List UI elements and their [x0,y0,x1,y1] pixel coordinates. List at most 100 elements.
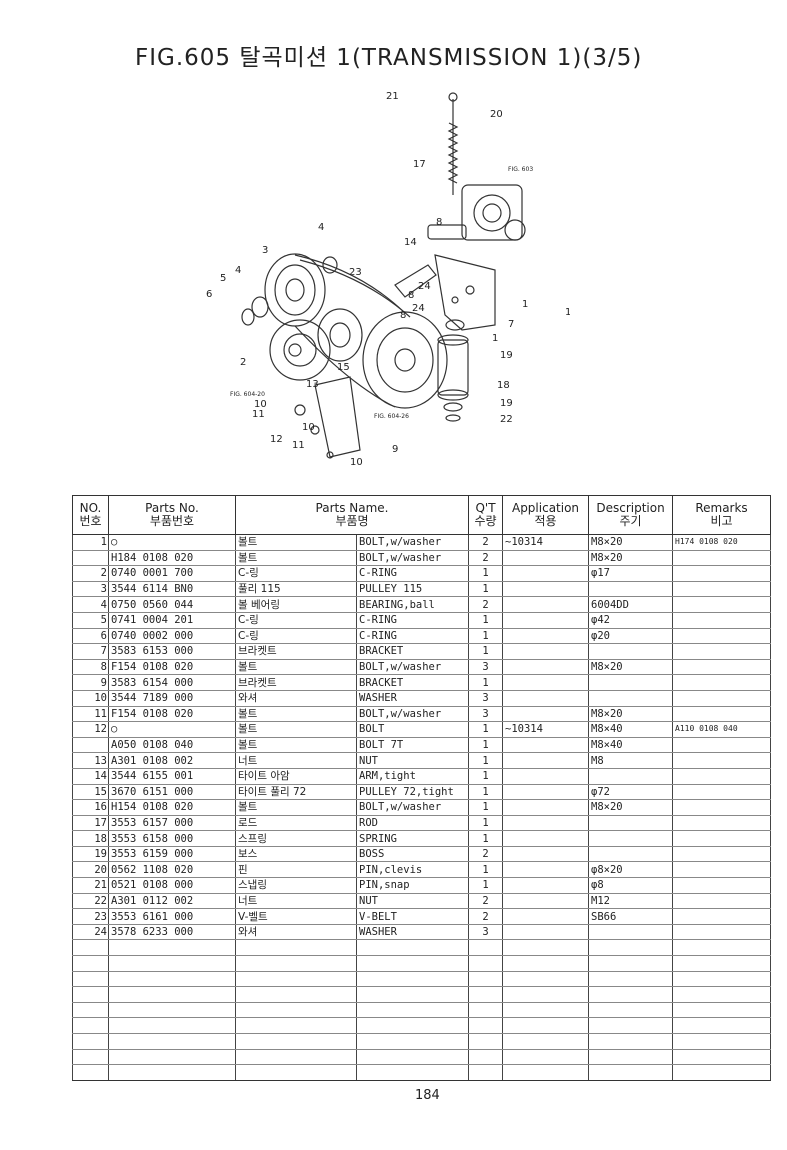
cell-qty: 1 [468,643,504,660]
cell-no: 6 [72,628,109,645]
cell-empty [672,1033,772,1050]
cell-empty [72,1017,109,1034]
cell-empty [72,1033,109,1050]
cell-desc: φ8×20 [588,861,674,879]
cell-en: PULLEY 115 [355,581,470,598]
cell-empty [468,1049,504,1066]
cell-ko: 볼트 [235,534,357,551]
svg-text:23: 23 [349,267,362,278]
cell-empty [672,1002,772,1019]
svg-text:3: 3 [262,245,268,256]
cell-no: 1 [72,534,109,551]
cell-ko: 타이트 아암 [235,768,357,785]
cell-no: 21 [72,877,109,894]
cell-empty [355,939,470,957]
cell-app [502,924,590,941]
cell-app [502,659,590,676]
cell-rem [672,924,772,941]
cell-qty: 1 [468,581,504,598]
ref-fig-604-26: FIG. 604-26 [374,413,409,420]
cell-desc: M8×20 [588,706,674,723]
cell-part: A301 0108 002 [108,752,236,769]
cell-qty: 1 [468,737,504,754]
cell-en: ARM,tight [355,768,470,785]
cell-rem [672,877,772,894]
cell-no: 7 [72,643,109,660]
cell-en: C-RING [355,612,470,629]
cell-empty [108,1002,236,1019]
bracket-shape [434,254,496,331]
cell-empty [108,955,236,972]
cell-empty [588,1002,674,1019]
cell-empty [72,1049,109,1066]
cell-rem [672,737,772,754]
cell-app [502,612,590,629]
col-parts-name: Parts Name.부품명 [234,495,470,535]
cell-desc: φ72 [588,784,674,801]
cell-qty: 1 [468,768,504,785]
cell-app [502,893,590,910]
svg-text:24: 24 [418,281,431,292]
cell-ko: 와셔 [235,924,357,941]
cell-no: 3 [72,581,109,598]
cell-no: 16 [72,799,109,816]
cell-empty [108,939,236,957]
cell-empty [235,939,357,957]
cell-no: 23 [72,908,109,925]
cell-empty [108,971,236,988]
cell-part: 3553 6161 000 [108,908,236,925]
cell-part: A050 0108 040 [108,737,236,754]
cell-part: 3583 6153 000 [108,643,236,660]
cell-app [502,581,590,598]
cell-desc [588,643,674,660]
cell-empty [502,1033,590,1050]
cell-qty: 1 [468,830,504,847]
cell-desc: M8×20 [588,534,674,551]
cell-desc: M8×20 [588,799,674,816]
page-title: FIG.605 탈곡미션 1(TRANSMISSION 1)(3/5) [135,45,643,71]
cell-ko: 볼트 [235,721,357,738]
cell-ko: 핀 [235,861,357,879]
cell-desc: φ8 [588,877,674,894]
svg-text:22: 22 [500,414,513,425]
cell-empty [355,971,470,988]
cell-en: ROD [355,815,470,832]
empty-table-row [72,1064,772,1081]
svg-text:10: 10 [302,422,315,433]
svg-text:16: 16 [565,307,570,318]
cell-desc: M8×40 [588,737,674,754]
cell-app [502,752,590,769]
cell-en: SPRING [355,830,470,847]
cell-qty: 2 [468,908,504,925]
cell-empty [235,971,357,988]
cell-empty [468,939,504,957]
cell-app [502,565,590,582]
cell-rem [672,565,772,582]
cell-no: 11 [72,706,109,723]
cell-no: 18 [72,830,109,847]
cell-part: 0750 0560 044 [108,596,236,613]
cell-empty [468,1002,504,1019]
cell-part: 3670 6151 000 [108,784,236,801]
cell-no: 17 [72,815,109,832]
cell-empty [502,1002,590,1019]
boss-shape [437,339,469,396]
cell-rem [672,815,772,832]
cell-rem [672,628,772,645]
cell-qty: 1 [468,877,504,894]
cell-qty: 1 [468,799,504,816]
svg-text:6: 6 [206,289,212,300]
svg-text:18: 18 [497,380,510,391]
cell-rem [672,581,772,598]
cell-empty [468,1033,504,1050]
svg-text:10: 10 [350,457,363,468]
col-no: NO.번호 [72,495,109,535]
